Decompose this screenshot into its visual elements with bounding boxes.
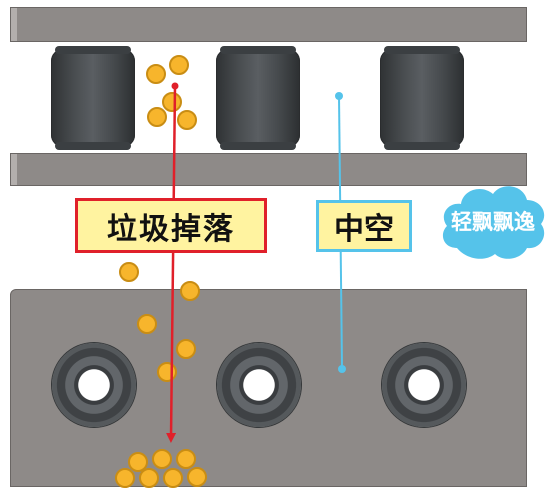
debris-ball <box>176 449 196 469</box>
debris-ball <box>176 339 196 359</box>
debris-ball <box>147 107 167 127</box>
hollow-pointer-dot-top <box>335 92 343 100</box>
debris-ball <box>119 262 139 282</box>
label-hollow: 中空 <box>316 200 412 252</box>
middle-rail <box>10 153 527 186</box>
roller-3 <box>380 46 464 150</box>
debris-ball <box>180 281 200 301</box>
bolt-hole-3 <box>382 343 466 427</box>
fall-arrow-origin <box>171 82 179 90</box>
debris-ball <box>146 64 166 84</box>
debris-ball <box>177 110 197 130</box>
label-garbage-falling: 垃圾掉落 <box>75 198 267 253</box>
debris-ball <box>137 314 157 334</box>
fall-arrow <box>166 85 177 443</box>
top-rail <box>10 7 527 42</box>
roller-2 <box>216 46 300 150</box>
hollow-pointer-dot-bottom <box>338 365 346 373</box>
cloud-label: 轻飘飘逸 <box>451 210 535 234</box>
bolt-hole-1 <box>52 343 136 427</box>
cloud-shape <box>442 186 545 259</box>
debris-ball <box>162 92 182 112</box>
debris-ball <box>187 467 207 487</box>
roller-1 <box>51 46 135 150</box>
bolt-hole-2 <box>217 343 301 427</box>
debris-ball <box>152 449 172 469</box>
debris-ball <box>128 452 148 472</box>
debris-ball <box>169 55 189 75</box>
